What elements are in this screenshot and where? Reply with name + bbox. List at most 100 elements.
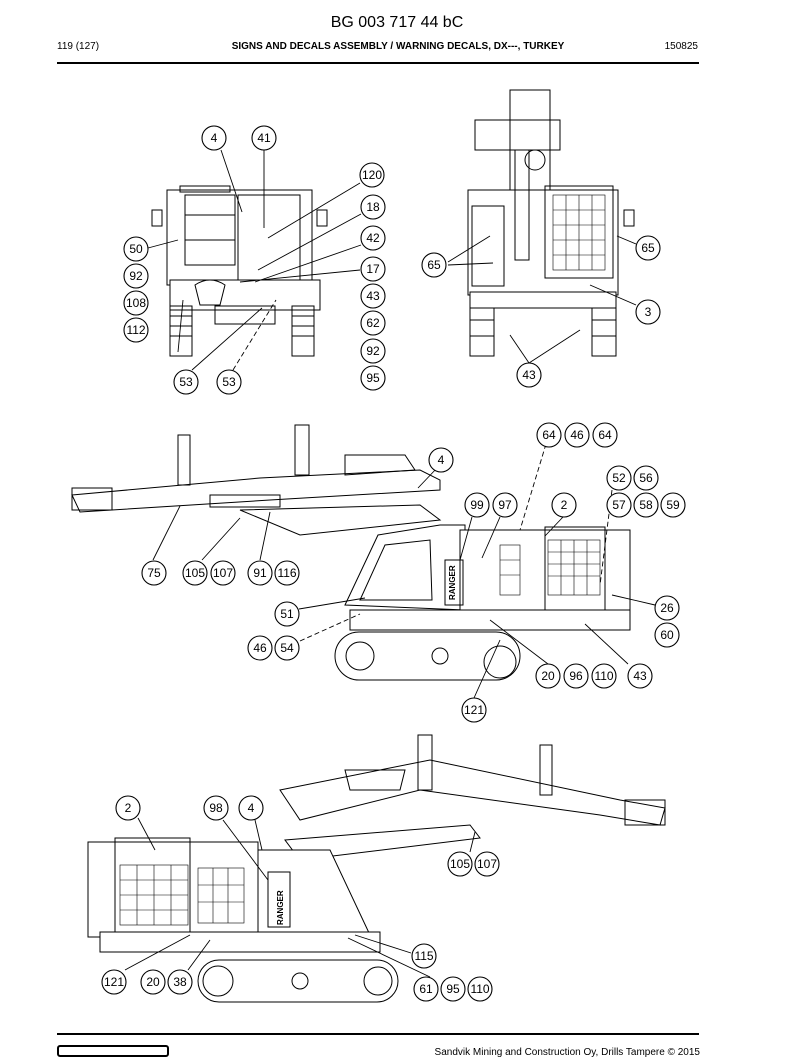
svg-text:43: 43 bbox=[522, 368, 536, 382]
callout-right-7: 121 bbox=[101, 969, 127, 995]
callout-front-13: 108 bbox=[123, 290, 149, 316]
callout-left-22: 54 bbox=[274, 635, 300, 661]
callout-front-16: 53 bbox=[216, 369, 242, 395]
brand-label-bottom: RANGER bbox=[276, 890, 285, 925]
side-view-left-leaders bbox=[152, 443, 656, 699]
front-view-leaders bbox=[147, 149, 362, 371]
page-reference: 119 (127) bbox=[57, 41, 100, 52]
side-view-right: RANGER bbox=[87, 734, 666, 1003]
callout-left-7: 99 bbox=[464, 492, 490, 518]
svg-text:91: 91 bbox=[253, 566, 267, 580]
svg-text:92: 92 bbox=[129, 269, 143, 283]
svg-text:51: 51 bbox=[280, 607, 294, 621]
callout-left-12: 59 bbox=[660, 492, 686, 518]
svg-text:65: 65 bbox=[427, 258, 441, 272]
brand-label-side: RANGER bbox=[448, 565, 457, 600]
callout-left-17: 116 bbox=[274, 560, 300, 586]
rear-view-callouts: 65 65 3 43 bbox=[421, 235, 661, 388]
rear-view-leaders bbox=[447, 235, 637, 364]
callout-rear-2: 65 bbox=[635, 235, 661, 261]
callout-front-2: 41 bbox=[251, 125, 277, 151]
callout-front-10: 95 bbox=[360, 365, 386, 391]
svg-text:112: 112 bbox=[126, 323, 145, 337]
svg-text:56: 56 bbox=[639, 471, 653, 485]
svg-text:4: 4 bbox=[248, 801, 255, 815]
callout-left-2: 46 bbox=[564, 422, 590, 448]
callout-left-16: 91 bbox=[247, 560, 273, 586]
callout-left-23: 20 bbox=[535, 663, 561, 689]
front-view bbox=[151, 185, 328, 357]
svg-text:20: 20 bbox=[541, 669, 555, 683]
callout-left-13: 75 bbox=[141, 560, 167, 586]
callout-left-8: 97 bbox=[492, 492, 518, 518]
svg-text:43: 43 bbox=[633, 669, 647, 683]
svg-text:2: 2 bbox=[125, 801, 132, 815]
svg-text:50: 50 bbox=[129, 242, 143, 256]
callout-left-27: 121 bbox=[461, 697, 487, 723]
svg-text:95: 95 bbox=[366, 371, 380, 385]
svg-text:3: 3 bbox=[645, 305, 652, 319]
header-rule bbox=[57, 62, 699, 64]
svg-text:20: 20 bbox=[146, 975, 160, 989]
callout-front-14: 112 bbox=[123, 317, 149, 343]
callout-left-9: 2 bbox=[551, 492, 577, 518]
svg-text:108: 108 bbox=[126, 296, 146, 310]
svg-text:38: 38 bbox=[173, 975, 187, 989]
callout-left-25: 110 bbox=[591, 663, 617, 689]
callout-front-8: 62 bbox=[360, 310, 386, 336]
footer-rule bbox=[57, 1033, 699, 1035]
svg-text:18: 18 bbox=[366, 200, 380, 214]
callout-left-24: 96 bbox=[563, 663, 589, 689]
callout-left-6: 56 bbox=[633, 465, 659, 491]
callout-right-6: 115 bbox=[411, 943, 437, 969]
svg-text:64: 64 bbox=[598, 428, 612, 442]
callout-front-15: 53 bbox=[173, 369, 199, 395]
svg-text:46: 46 bbox=[253, 641, 267, 655]
svg-text:59: 59 bbox=[666, 498, 680, 512]
svg-text:116: 116 bbox=[277, 566, 296, 580]
svg-text:4: 4 bbox=[438, 453, 445, 467]
svg-text:75: 75 bbox=[147, 566, 161, 580]
callout-rear-1: 65 bbox=[421, 252, 447, 278]
side-view-right-callouts: 2 98 4 105 107 115 121 20 38 61 95 110 bbox=[101, 795, 500, 1002]
svg-text:121: 121 bbox=[464, 703, 484, 717]
svg-text:61: 61 bbox=[419, 982, 433, 996]
callout-rear-3: 3 bbox=[635, 299, 661, 325]
sandvik-logo bbox=[57, 1045, 169, 1057]
callout-left-11: 58 bbox=[633, 492, 659, 518]
callout-left-15: 107 bbox=[210, 560, 236, 586]
callout-left-3: 64 bbox=[592, 422, 618, 448]
callout-front-3: 120 bbox=[359, 162, 385, 188]
callout-right-2: 98 bbox=[203, 795, 229, 821]
side-view-right-leaders bbox=[124, 817, 476, 978]
callout-right-12: 110 bbox=[467, 976, 493, 1002]
callout-front-12: 92 bbox=[123, 263, 149, 289]
callout-left-21: 46 bbox=[247, 635, 273, 661]
callout-left-1: 64 bbox=[536, 422, 562, 448]
svg-text:105: 105 bbox=[185, 566, 205, 580]
svg-text:17: 17 bbox=[366, 262, 380, 276]
svg-text:26: 26 bbox=[660, 601, 674, 615]
callout-front-9: 92 bbox=[360, 338, 386, 364]
callout-left-14: 105 bbox=[182, 560, 208, 586]
svg-text:110: 110 bbox=[594, 669, 613, 683]
svg-text:107: 107 bbox=[477, 857, 497, 871]
svg-text:53: 53 bbox=[179, 375, 193, 389]
svg-text:41: 41 bbox=[257, 131, 271, 145]
svg-text:58: 58 bbox=[639, 498, 653, 512]
svg-text:64: 64 bbox=[542, 428, 556, 442]
svg-text:99: 99 bbox=[470, 498, 484, 512]
callout-left-10: 57 bbox=[606, 492, 632, 518]
svg-text:97: 97 bbox=[498, 498, 512, 512]
callout-left-18: 51 bbox=[274, 601, 300, 627]
callout-right-4: 105 bbox=[447, 851, 473, 877]
svg-text:105: 105 bbox=[450, 857, 470, 871]
date-code: 150825 bbox=[664, 41, 698, 52]
section-title: SIGNS AND DECALS ASSEMBLY / WARNING DECA… bbox=[231, 41, 565, 52]
callout-front-7: 43 bbox=[360, 283, 386, 309]
callout-left-5: 52 bbox=[606, 465, 632, 491]
callout-front-6: 17 bbox=[360, 256, 386, 282]
svg-text:46: 46 bbox=[570, 428, 584, 442]
svg-text:43: 43 bbox=[366, 289, 380, 303]
